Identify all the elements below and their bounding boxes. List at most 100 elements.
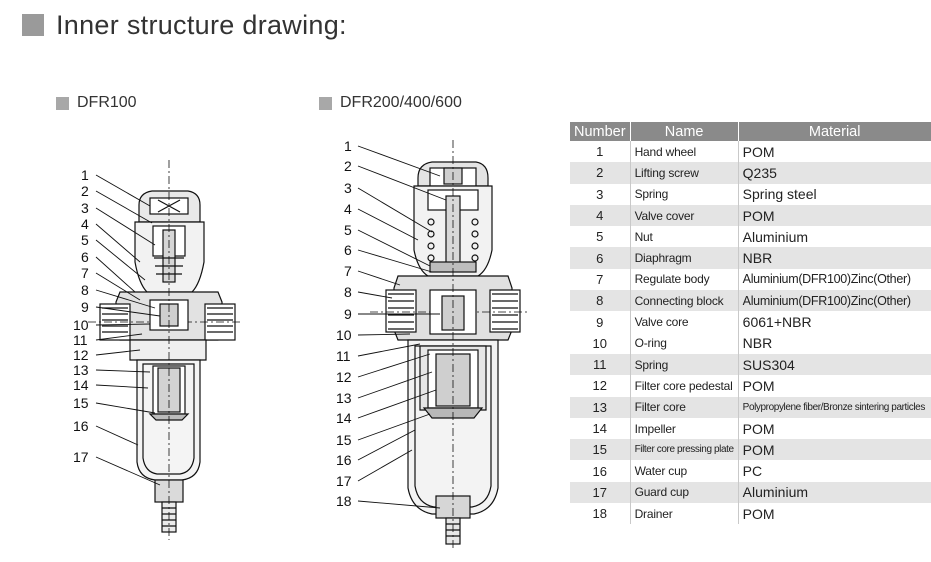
label-square-icon [319, 96, 332, 110]
callout-label: 15 [73, 395, 89, 411]
header-material: Material [738, 122, 931, 141]
header-number: Number [570, 122, 631, 141]
row-material: NBR [742, 335, 773, 352]
row-number: 12 [570, 375, 631, 397]
label-square-icon [56, 96, 69, 110]
row-material: 6061+NBR [742, 314, 812, 331]
callout-label: 7 [344, 263, 352, 279]
heading-square-icon [22, 14, 44, 36]
callout-label: 1 [81, 167, 89, 183]
row-name: Filter core pedestal [630, 375, 739, 397]
row-number: 1 [570, 141, 631, 163]
structure-drawings: 1 2 3 4 5 6 7 8 9 10 11 12 13 14 15 16 1… [73, 138, 530, 550]
callout-label: 5 [81, 232, 89, 248]
table-header-row: Number Name Material [570, 122, 931, 141]
dfr100-callouts: 1 2 3 4 5 6 7 8 9 10 11 12 13 14 15 16 1… [73, 167, 89, 465]
header-name: Name [630, 122, 739, 141]
row-number: 18 [570, 503, 631, 525]
dfr200-drawing [370, 140, 530, 550]
callout-label: 3 [344, 180, 352, 196]
row-name: Connecting block [630, 290, 739, 312]
row-number: 4 [570, 204, 631, 227]
row-name: Filter core [630, 396, 739, 418]
row-material: Q235 [738, 162, 931, 184]
callout-label: 1 [344, 138, 352, 154]
callout-label: 9 [344, 306, 352, 322]
row-material: POM [742, 377, 775, 394]
row-number: 7 [570, 268, 631, 291]
row-name: O-ring [630, 332, 739, 354]
dfr100-drawing [88, 160, 240, 540]
row-number: 15 [570, 439, 631, 461]
row-material: NBR [738, 247, 931, 269]
page-title: Inner structure drawing: [56, 9, 347, 40]
row-number: 11 [570, 353, 631, 376]
section-label-dfr100: DFR100 [56, 94, 137, 112]
row-material: Aluminium [742, 228, 809, 245]
callout-label: 10 [73, 317, 89, 333]
row-number: 16 [570, 460, 631, 482]
row-number: 8 [570, 290, 631, 312]
row-material: Polypropylene fiber/Bronze sintering par… [738, 396, 931, 418]
row-number: 14 [570, 417, 631, 440]
row-material: Aluminium(DFR100)Zinc(Other) [738, 290, 931, 312]
row-material: Spring steel [742, 186, 817, 203]
row-material: POM [742, 420, 775, 437]
callout-label: 13 [336, 390, 352, 406]
row-material: POM [738, 204, 931, 227]
row-name: Valve cover [630, 204, 739, 227]
callout-label: 6 [81, 249, 89, 265]
row-name: Nut [630, 226, 739, 248]
callout-label: 6 [344, 242, 352, 258]
row-material: POM [738, 439, 931, 461]
row-material: POM [742, 505, 775, 522]
callout-label: 11 [336, 348, 351, 364]
callout-label: 8 [81, 282, 89, 298]
callout-label: 12 [336, 369, 352, 385]
row-name: Diaphragm [630, 247, 739, 269]
row-number: 5 [570, 226, 631, 248]
callout-label: 2 [344, 158, 352, 174]
callout-label: 15 [336, 432, 352, 448]
callout-label: 16 [73, 418, 89, 434]
row-number: 17 [570, 481, 631, 504]
callout-label: 14 [73, 377, 89, 393]
row-material: SUS304 [738, 353, 931, 376]
dfr200-callouts: 1 2 3 4 5 6 7 8 9 10 11 12 13 14 15 16 1… [336, 138, 352, 509]
row-name: Hand wheel [630, 141, 739, 163]
callout-label: 3 [81, 200, 89, 216]
row-number: 9 [570, 311, 631, 333]
row-number: 3 [570, 183, 631, 205]
callout-label: 8 [344, 284, 352, 300]
callout-label: 16 [336, 452, 352, 468]
row-number: 13 [570, 396, 631, 418]
callout-label: 10 [336, 327, 352, 343]
row-name: Lifting screw [630, 162, 739, 184]
callout-label: 12 [73, 347, 89, 363]
callout-label: 9 [81, 299, 89, 315]
section-label-dfr200: DFR200/400/600 [319, 94, 462, 112]
callout-label: 7 [81, 265, 89, 281]
row-name: Drainer [630, 503, 739, 525]
row-name: Valve core [630, 311, 739, 333]
callout-label: 4 [344, 201, 352, 217]
model-a-label: DFR100 [77, 94, 137, 111]
row-number: 2 [570, 162, 631, 184]
row-name: Spring [630, 353, 739, 376]
callout-label: 11 [73, 332, 88, 348]
